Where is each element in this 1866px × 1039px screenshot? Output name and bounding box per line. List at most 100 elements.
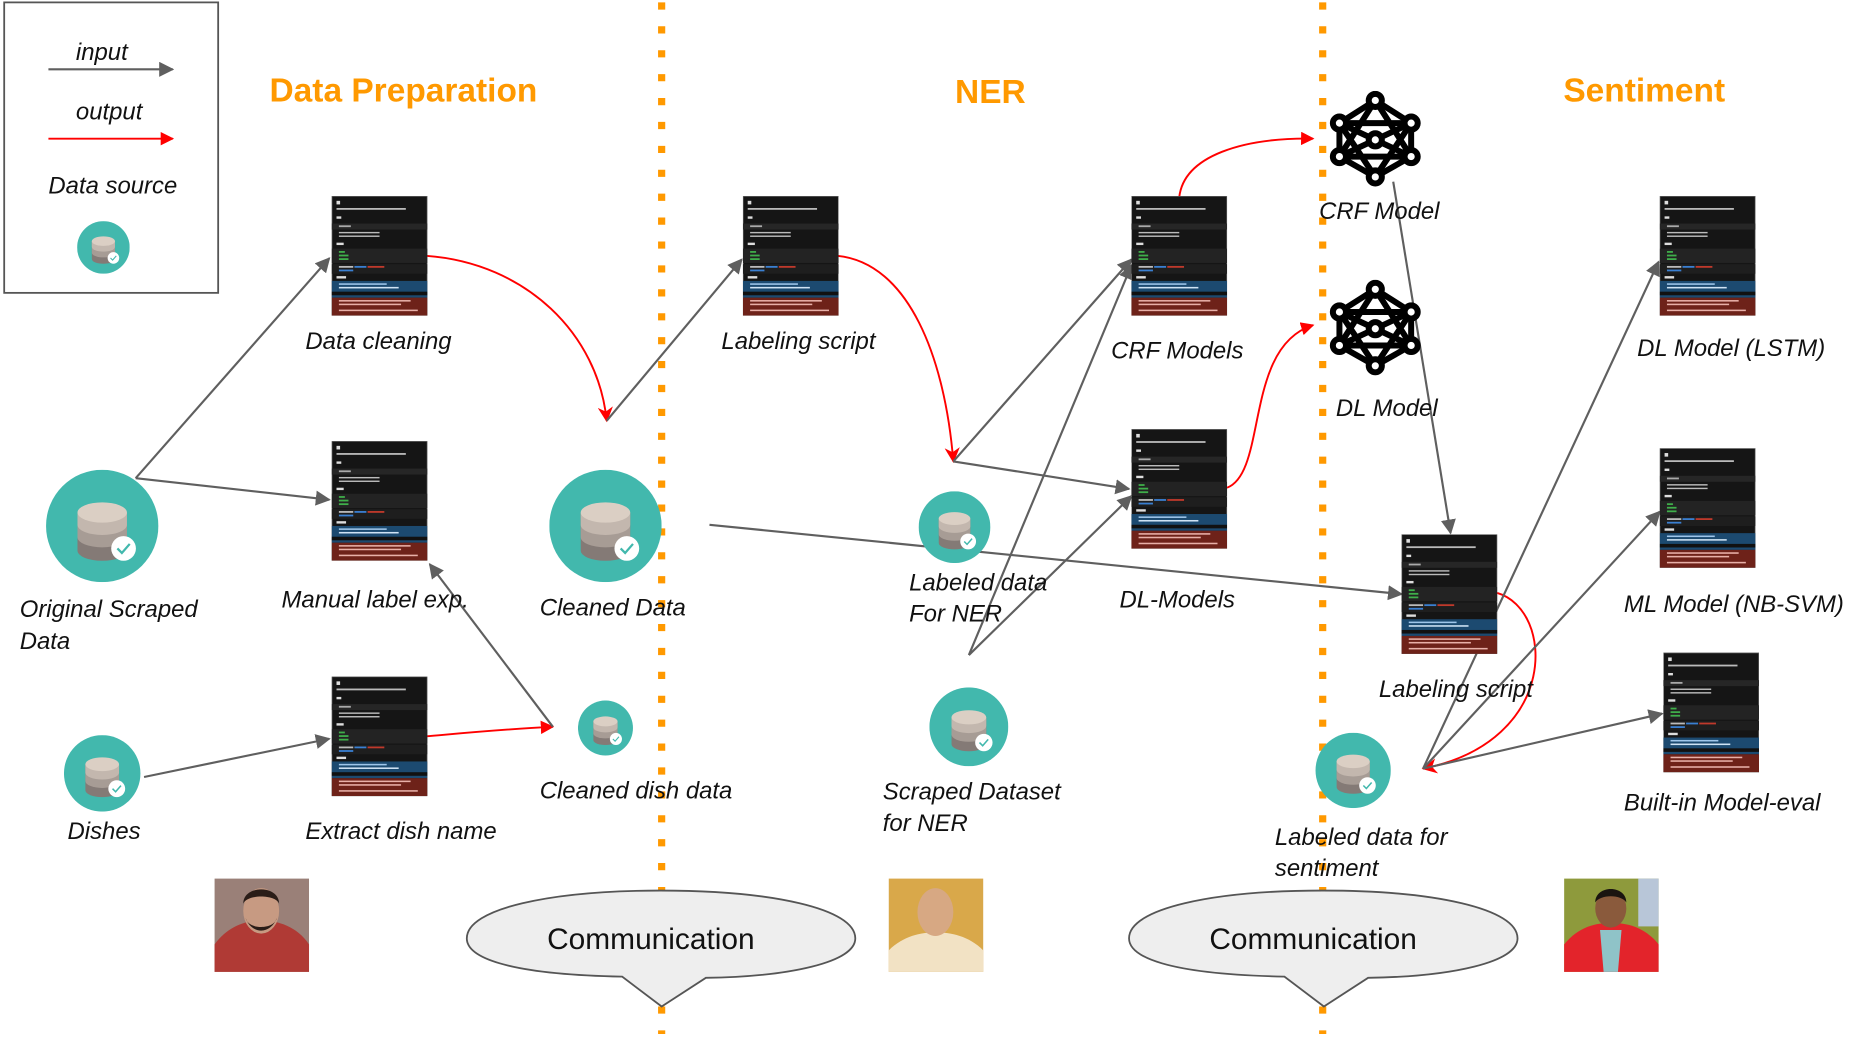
edge-to-lstm bbox=[1422, 260, 1660, 770]
edge-cleaned-to-labeling bbox=[605, 258, 743, 422]
notebook-icon bbox=[1663, 652, 1760, 773]
node-label: Labeling script bbox=[721, 328, 876, 355]
avatar-sentiment bbox=[1564, 878, 1659, 972]
node-label: Labeled data for bbox=[1275, 824, 1449, 851]
notebook-icon bbox=[1131, 429, 1228, 549]
database-icon bbox=[77, 221, 130, 274]
node-labeled-data-ner[interactable]: Labeled data For NER bbox=[909, 491, 1047, 628]
avatar-beard bbox=[245, 918, 277, 931]
avatar-face bbox=[243, 888, 280, 934]
node-label: Cleaned dish data bbox=[540, 778, 733, 805]
edge-scraped-to-dl bbox=[968, 495, 1133, 656]
notebook-icon bbox=[331, 196, 428, 316]
communication-label: Communication bbox=[547, 923, 755, 956]
node-label: Dishes bbox=[68, 818, 141, 845]
edges bbox=[134, 131, 1664, 779]
database-icon bbox=[549, 469, 662, 583]
node-extract-dish-name[interactable]: Extract dish name bbox=[305, 676, 497, 846]
edge-labeled-to-dl bbox=[953, 460, 1131, 495]
node-crf-model[interactable]: CRF Model bbox=[1319, 94, 1440, 225]
node-label: Extract dish name bbox=[305, 818, 496, 845]
node-dl-model[interactable]: DL Model bbox=[1333, 283, 1438, 422]
node-dl-model-lstm[interactable]: DL Model (LSTM) bbox=[1637, 196, 1825, 362]
node-label: Manual label exp. bbox=[282, 586, 469, 613]
node-label: CRF Model bbox=[1319, 198, 1440, 225]
communication-bubble-left: Communication bbox=[465, 889, 857, 1008]
avatar-face bbox=[1595, 889, 1627, 928]
node-label: for NER bbox=[883, 810, 968, 837]
communication-bubble-right: Communication bbox=[1128, 889, 1519, 1008]
edge-dl-output bbox=[1226, 322, 1315, 489]
legend-input-label: input bbox=[76, 39, 129, 66]
node-cleaned-data[interactable]: Cleaned Data bbox=[540, 469, 686, 622]
node-original-scraped-data[interactable]: Original Scraped Data bbox=[20, 469, 199, 655]
node-label: Labeling script bbox=[1379, 676, 1534, 703]
edge-scraped-to-crf bbox=[967, 263, 1134, 656]
edge-extract-output bbox=[426, 720, 555, 738]
speech-bubble-icon bbox=[465, 889, 857, 1008]
avatar-shirt bbox=[214, 920, 310, 972]
edge-to-builtin-eval bbox=[1422, 709, 1664, 770]
section-title-data-preparation: Data Preparation bbox=[270, 73, 538, 110]
node-data-cleaning[interactable]: Data cleaning bbox=[305, 196, 452, 355]
avatar-face bbox=[917, 888, 954, 936]
database-icon bbox=[577, 700, 633, 756]
database-icon bbox=[918, 491, 991, 564]
node-labeling-script-ner[interactable]: Labeling script bbox=[721, 196, 877, 355]
node-ml-model-nbsvm[interactable]: ML Model (NB-SVM) bbox=[1624, 448, 1844, 618]
avatar-hair bbox=[1595, 889, 1627, 903]
node-label: For NER bbox=[909, 601, 1002, 628]
edge-dishes-to-extract bbox=[143, 734, 331, 779]
neural-network-icon bbox=[1333, 94, 1418, 184]
section-title-ner: NER bbox=[955, 74, 1026, 111]
node-scraped-dataset-ner[interactable]: Scraped Dataset for NER bbox=[883, 687, 1062, 837]
node-crf-models[interactable]: CRF Models bbox=[1111, 196, 1243, 365]
edge-labeling-output bbox=[837, 254, 960, 463]
avatar-data-preparation bbox=[214, 878, 310, 972]
node-label: Original Scraped bbox=[20, 596, 199, 623]
database-icon bbox=[63, 735, 141, 812]
node-label: DL-Models bbox=[1119, 586, 1235, 613]
node-label: ML Model (NB-SVM) bbox=[1624, 591, 1844, 618]
node-label: Scraped Dataset bbox=[883, 779, 1062, 806]
section-title-sentiment: Sentiment bbox=[1563, 73, 1725, 110]
communication-label: Communication bbox=[1209, 923, 1417, 956]
avatar-hair bbox=[243, 889, 280, 904]
edge-crf-output bbox=[1178, 131, 1315, 198]
edge-crfmodel-to-labeling bbox=[1392, 181, 1456, 535]
node-label: sentiment bbox=[1275, 855, 1380, 882]
node-builtin-model-eval[interactable]: Built-in Model-eval bbox=[1624, 652, 1821, 817]
edge-sentiment-labeling-output bbox=[1421, 591, 1537, 774]
notebook-icon bbox=[1659, 448, 1756, 568]
edge-original-to-cleaning bbox=[134, 257, 331, 479]
node-label: Data bbox=[20, 628, 70, 655]
node-label: Labeled data bbox=[909, 570, 1047, 597]
database-icon bbox=[929, 687, 1009, 767]
node-labeled-data-sentiment[interactable]: Labeled data for sentiment bbox=[1275, 732, 1449, 882]
legend-data-source-label: Data source bbox=[48, 173, 177, 200]
database-icon bbox=[1315, 732, 1391, 809]
notebook-icon bbox=[742, 196, 839, 316]
node-dishes[interactable]: Dishes bbox=[63, 735, 141, 845]
neural-network-icon bbox=[1333, 283, 1418, 373]
node-cleaned-dish-data[interactable]: Cleaned dish data bbox=[540, 700, 733, 805]
avatar-shirt bbox=[888, 932, 984, 972]
edge-cleaning-output bbox=[426, 254, 613, 423]
node-label: DL Model (LSTM) bbox=[1637, 335, 1825, 362]
node-label: DL Model bbox=[1336, 395, 1439, 422]
avatar-shirt bbox=[1600, 930, 1622, 972]
node-label: CRF Models bbox=[1111, 338, 1243, 365]
notebook-icon bbox=[331, 441, 428, 561]
node-dl-models[interactable]: DL-Models bbox=[1119, 429, 1235, 613]
node-label: Data cleaning bbox=[305, 328, 452, 355]
avatar-sky bbox=[1638, 878, 1659, 927]
node-label: Built-in Model-eval bbox=[1624, 789, 1821, 816]
node-manual-label-exp[interactable]: Manual label exp. bbox=[282, 441, 469, 613]
speech-bubble-icon bbox=[1128, 889, 1519, 1008]
notebook-icon bbox=[331, 676, 428, 797]
notebook-icon bbox=[1659, 196, 1756, 316]
edge-original-to-manual bbox=[135, 477, 331, 506]
edge-dishdata-to-manual bbox=[428, 563, 554, 728]
node-labeling-script-sentiment[interactable]: Labeling script bbox=[1379, 534, 1534, 703]
